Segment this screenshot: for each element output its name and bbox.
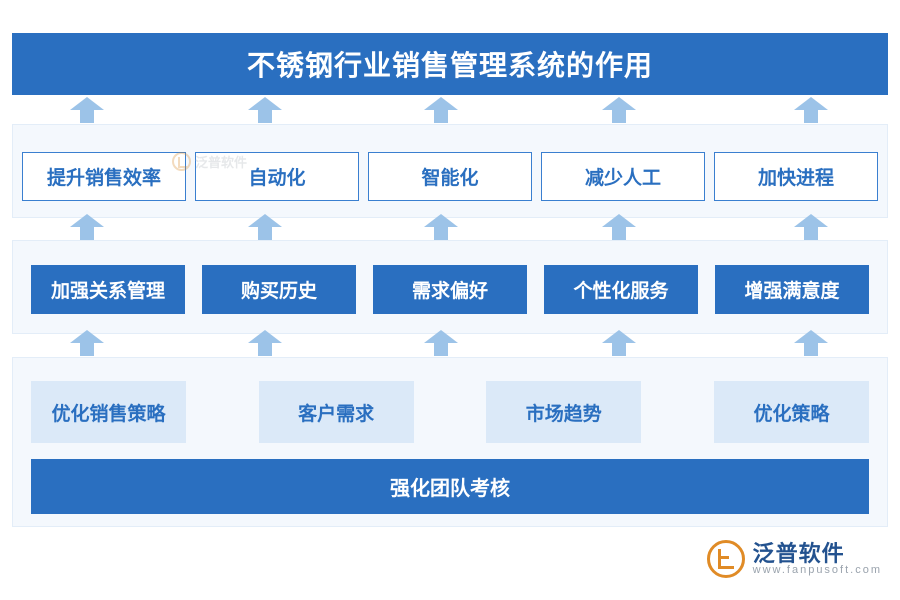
- brand-logo: 泛普软件 www.fanpusoft.com: [706, 540, 882, 578]
- arrow-up-icon: [70, 97, 104, 123]
- strategy-item-4[interactable]: 优化策略: [713, 381, 869, 443]
- arrow-stem: [434, 108, 448, 123]
- benefit-item-1[interactable]: 提升销售效率: [22, 152, 186, 201]
- arrow-head: [794, 330, 828, 343]
- benefit-item-5-label: 加快进程: [757, 168, 834, 189]
- strategy-row: 优化销售策略 客户需求 市场趋势 优化策略: [31, 381, 869, 443]
- arrow-head: [248, 330, 282, 343]
- arrow-head: [424, 214, 458, 227]
- arrow-head: [70, 97, 104, 110]
- arrow-head: [602, 97, 636, 110]
- arrow-stem: [80, 108, 94, 123]
- arrow-head: [248, 214, 282, 227]
- arrow-up-icon: [248, 330, 282, 356]
- arrow-stem: [804, 341, 818, 356]
- arrow-head: [794, 214, 828, 227]
- arrow-stem: [612, 341, 626, 356]
- arrow-up-icon: [70, 330, 104, 356]
- customer-item-5-label: 增强满意度: [744, 281, 840, 302]
- customer-item-3[interactable]: 需求偏好: [373, 265, 527, 314]
- arrow-stem: [804, 108, 818, 123]
- arrow-up-icon: [70, 214, 104, 240]
- customer-item-1[interactable]: 加强关系管理: [31, 265, 185, 314]
- brand-name-en: www.fanpusoft.com: [752, 563, 882, 576]
- strategy-item-1[interactable]: 优化销售策略: [31, 381, 186, 443]
- strategy-item-1-label: 优化销售策略: [51, 403, 166, 425]
- arrow-up-icon: [602, 97, 636, 123]
- arrow-head: [602, 330, 636, 343]
- arrow-up-icon: [794, 214, 828, 240]
- benefit-item-3[interactable]: 智能化: [368, 152, 532, 201]
- arrow-up-icon: [794, 97, 828, 123]
- strategy-item-3[interactable]: 市场趋势: [486, 381, 642, 443]
- page-title: 不锈钢行业销售管理系统的作用: [12, 33, 888, 95]
- arrow-up-icon: [424, 330, 458, 356]
- foundation-row[interactable]: 强化团队考核: [31, 459, 869, 514]
- arrow-stem: [258, 341, 272, 356]
- arrow-stem: [612, 108, 626, 123]
- arrow-head: [424, 330, 458, 343]
- arrow-stem: [258, 108, 272, 123]
- customer-item-2-label: 购买历史: [240, 281, 317, 302]
- benefit-item-2[interactable]: 自动化: [195, 152, 359, 201]
- strategy-item-3-label: 市场趋势: [525, 403, 602, 425]
- arrow-head: [70, 214, 104, 227]
- benefit-item-4-label: 减少人工: [584, 168, 661, 189]
- arrow-up-icon: [248, 97, 282, 123]
- customer-item-4-label: 个性化服务: [573, 281, 669, 302]
- benefit-item-5[interactable]: 加快进程: [714, 152, 878, 201]
- arrow-stem: [258, 225, 272, 240]
- arrow-up-icon: [602, 330, 636, 356]
- arrow-head: [794, 97, 828, 110]
- brand-name-cn: 泛普软件: [752, 540, 845, 566]
- arrow-stem: [804, 225, 818, 240]
- strategy-item-2[interactable]: 客户需求: [258, 381, 414, 443]
- arrow-head: [424, 97, 458, 110]
- arrow-stem: [434, 341, 448, 356]
- benefit-item-2-label: 自动化: [248, 168, 306, 189]
- arrow-head: [70, 330, 104, 343]
- arrow-stem: [80, 225, 94, 240]
- arrow-head: [248, 97, 282, 110]
- benefits-row: 提升销售效率 自动化 智能化 减少人工 加快进程: [22, 152, 878, 201]
- customer-item-4[interactable]: 个性化服务: [544, 265, 698, 314]
- arrow-stem: [434, 225, 448, 240]
- arrow-up-icon: [424, 97, 458, 123]
- strategy-item-4-label: 优化策略: [753, 403, 830, 425]
- customer-item-3-label: 需求偏好: [411, 281, 488, 302]
- arrow-stem: [612, 225, 626, 240]
- strategy-item-2-label: 客户需求: [298, 403, 375, 425]
- customer-row: 加强关系管理 购买历史 需求偏好 个性化服务 增强满意度: [31, 265, 869, 314]
- customer-item-2[interactable]: 购买历史: [202, 265, 356, 314]
- arrow-up-icon: [248, 214, 282, 240]
- arrow-head: [602, 214, 636, 227]
- arrow-up-icon: [794, 330, 828, 356]
- page-title-text: 不锈钢行业销售管理系统的作用: [246, 50, 653, 81]
- arrow-up-icon: [424, 214, 458, 240]
- brand-text: 泛普软件 www.fanpusoft.com: [753, 542, 882, 577]
- benefit-item-3-label: 智能化: [421, 168, 479, 189]
- arrow-up-icon: [602, 214, 636, 240]
- benefit-item-1-label: 提升销售效率: [46, 168, 161, 189]
- fanpu-logo-icon: [706, 540, 745, 578]
- benefit-item-4[interactable]: 减少人工: [541, 152, 705, 201]
- arrow-stem: [80, 341, 94, 356]
- customer-item-5[interactable]: 增强满意度: [715, 265, 869, 314]
- foundation-row-label: 强化团队考核: [390, 478, 510, 500]
- customer-item-1-label: 加强关系管理: [50, 281, 165, 302]
